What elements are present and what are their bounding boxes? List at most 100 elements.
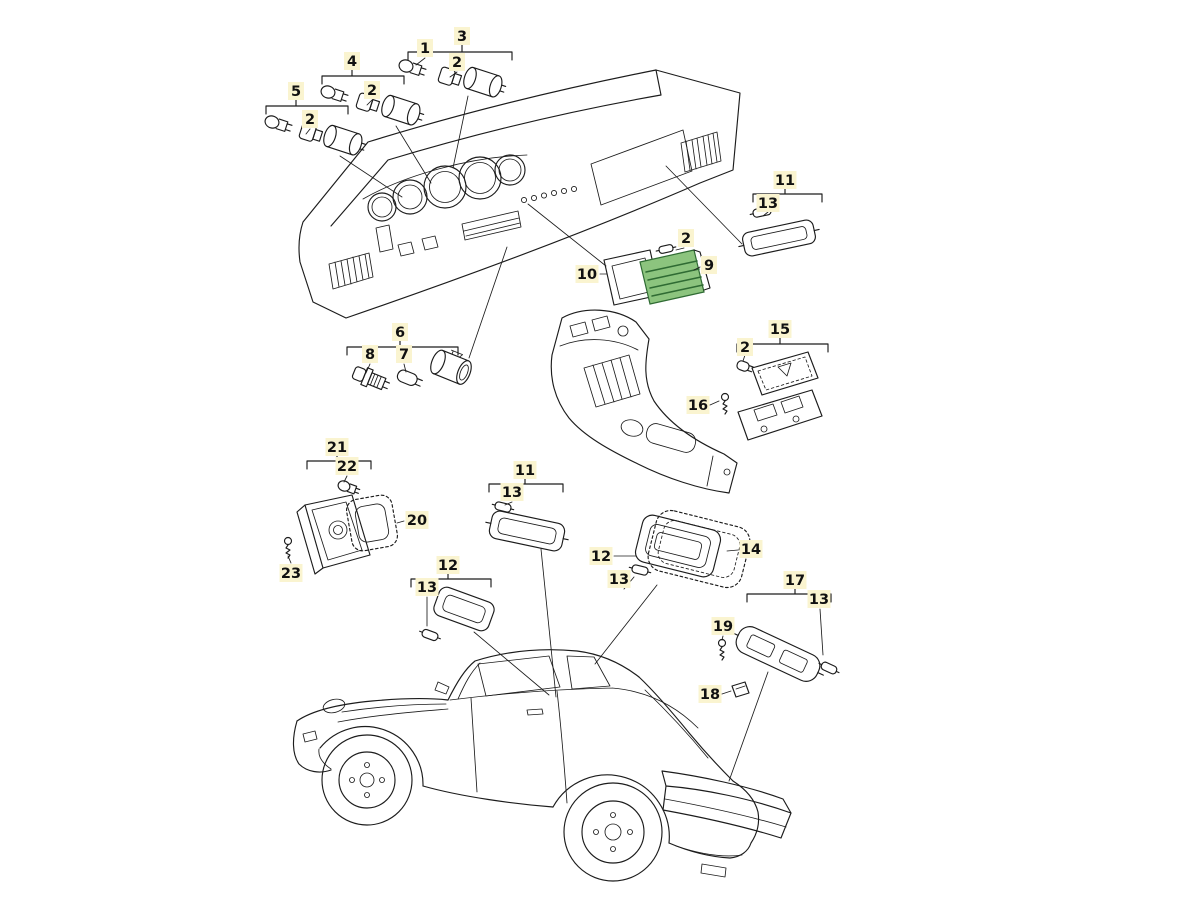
callout-number: 2 bbox=[305, 112, 315, 128]
callout-number: 3 bbox=[457, 29, 467, 45]
callout-1[interactable]: 1 bbox=[417, 39, 433, 57]
callout-bg bbox=[575, 265, 599, 283]
callout-7[interactable]: 7 bbox=[396, 345, 412, 363]
callout-16[interactable]: 16 bbox=[686, 396, 710, 414]
callout-number: 23 bbox=[281, 566, 301, 582]
callout-22[interactable]: 22 bbox=[335, 457, 359, 475]
callout-9[interactable]: 9 bbox=[701, 256, 717, 274]
callout-number: 11 bbox=[775, 173, 795, 189]
callout-number: 18 bbox=[700, 687, 720, 703]
callout-number: 2 bbox=[367, 83, 377, 99]
callout-bg bbox=[392, 323, 408, 341]
callout-12-left[interactable]: 12 bbox=[436, 556, 460, 574]
callout-number: 10 bbox=[577, 267, 597, 283]
callout-bg bbox=[405, 511, 429, 529]
callout-number: 1 bbox=[420, 41, 430, 57]
callout-number: 6 bbox=[395, 325, 405, 341]
callout-bg bbox=[436, 556, 460, 574]
callout-bg bbox=[739, 540, 763, 558]
callout-bg bbox=[302, 110, 318, 128]
callout-bg bbox=[288, 82, 304, 100]
callout-number: 11 bbox=[515, 463, 535, 479]
callout-3[interactable]: 3 bbox=[454, 27, 470, 45]
callout-11-mid[interactable]: 11 bbox=[513, 461, 537, 479]
callout-number: 13 bbox=[758, 196, 778, 212]
callout-bg bbox=[449, 53, 465, 71]
callout-2-dome[interactable]: 2 bbox=[737, 338, 753, 356]
callout-bg bbox=[417, 39, 433, 57]
door-light-assembly-21 bbox=[283, 455, 405, 575]
bulb-assembly-3 bbox=[398, 44, 513, 169]
callout-4[interactable]: 4 bbox=[344, 52, 360, 70]
cigarette-lighter-assembly-6 bbox=[346, 246, 508, 391]
callout-bg bbox=[737, 338, 753, 356]
callout-17[interactable]: 17 bbox=[783, 571, 807, 589]
callout-13-left[interactable]: 13 bbox=[415, 578, 439, 596]
callout-number: 13 bbox=[417, 580, 437, 596]
callout-13-dash[interactable]: 13 bbox=[756, 194, 780, 212]
callout-number: 13 bbox=[809, 592, 829, 608]
callout-bg bbox=[344, 52, 360, 70]
callout-bg bbox=[364, 81, 380, 99]
callout-5[interactable]: 5 bbox=[288, 82, 304, 100]
callout-6[interactable]: 6 bbox=[392, 323, 408, 341]
callout-8[interactable]: 8 bbox=[362, 345, 378, 363]
callout-number: 20 bbox=[407, 513, 427, 529]
callout-10[interactable]: 10 bbox=[575, 265, 599, 283]
callout-number: 8 bbox=[365, 347, 375, 363]
callout-number: 7 bbox=[399, 347, 409, 363]
callout-18[interactable]: 18 bbox=[698, 685, 722, 703]
callout-bg bbox=[335, 457, 359, 475]
bulb-assembly-5 bbox=[264, 99, 403, 198]
callout-number: 17 bbox=[785, 573, 805, 589]
callout-15[interactable]: 15 bbox=[768, 320, 792, 338]
interior-lamp-assembly-12 bbox=[410, 573, 550, 696]
callout-13-right[interactable]: 13 bbox=[807, 590, 831, 608]
diagram-line-art bbox=[264, 44, 840, 882]
callout-11-dash[interactable]: 11 bbox=[773, 171, 797, 189]
dome-lamp-assembly-12-14 bbox=[594, 509, 751, 665]
callout-bg bbox=[607, 570, 631, 588]
dome-light-assembly-15 bbox=[709, 337, 829, 441]
callout-bg bbox=[362, 345, 378, 363]
callout-bg bbox=[756, 194, 780, 212]
center-console-illustration bbox=[550, 309, 738, 494]
callout-bg bbox=[698, 685, 722, 703]
callout-bg bbox=[686, 396, 710, 414]
callout-12-mid[interactable]: 12 bbox=[589, 547, 613, 565]
callout-number: 16 bbox=[688, 398, 708, 414]
callout-number: 22 bbox=[337, 459, 357, 475]
callout-23[interactable]: 23 bbox=[279, 564, 303, 582]
callout-2-a[interactable]: 2 bbox=[449, 53, 465, 71]
callout-number: 15 bbox=[770, 322, 790, 338]
callout-20[interactable]: 20 bbox=[405, 511, 429, 529]
callout-number: 21 bbox=[327, 440, 347, 456]
callout-number: 13 bbox=[609, 572, 629, 588]
interior-lamp-assembly-11-mid bbox=[485, 478, 569, 698]
engine-bay-lamp-assembly-17 bbox=[717, 588, 840, 782]
callout-2-c[interactable]: 2 bbox=[302, 110, 318, 128]
callout-19[interactable]: 19 bbox=[711, 617, 735, 635]
callout-21[interactable]: 21 bbox=[325, 438, 349, 456]
callout-13-mid2[interactable]: 13 bbox=[607, 570, 631, 588]
callout-bg bbox=[279, 564, 303, 582]
callout-14[interactable]: 14 bbox=[739, 540, 763, 558]
car-illustration bbox=[292, 649, 792, 882]
callout-2-switch[interactable]: 2 bbox=[678, 229, 694, 247]
glovebox-lamp-assembly-11 bbox=[665, 165, 823, 257]
callout-bg bbox=[773, 171, 797, 189]
callout-number: 12 bbox=[591, 549, 611, 565]
callout-number: 2 bbox=[681, 231, 691, 247]
callout-number: 4 bbox=[347, 54, 357, 70]
callout-bg bbox=[711, 617, 735, 635]
callout-2-b[interactable]: 2 bbox=[364, 81, 380, 99]
callout-number: 12 bbox=[438, 558, 458, 574]
dashboard-illustration bbox=[298, 69, 741, 319]
callout-number: 5 bbox=[291, 84, 301, 100]
callout-13-mid[interactable]: 13 bbox=[500, 483, 524, 501]
callout-bg bbox=[589, 547, 613, 565]
callout-bg bbox=[454, 27, 470, 45]
callout-number: 9 bbox=[704, 258, 714, 274]
